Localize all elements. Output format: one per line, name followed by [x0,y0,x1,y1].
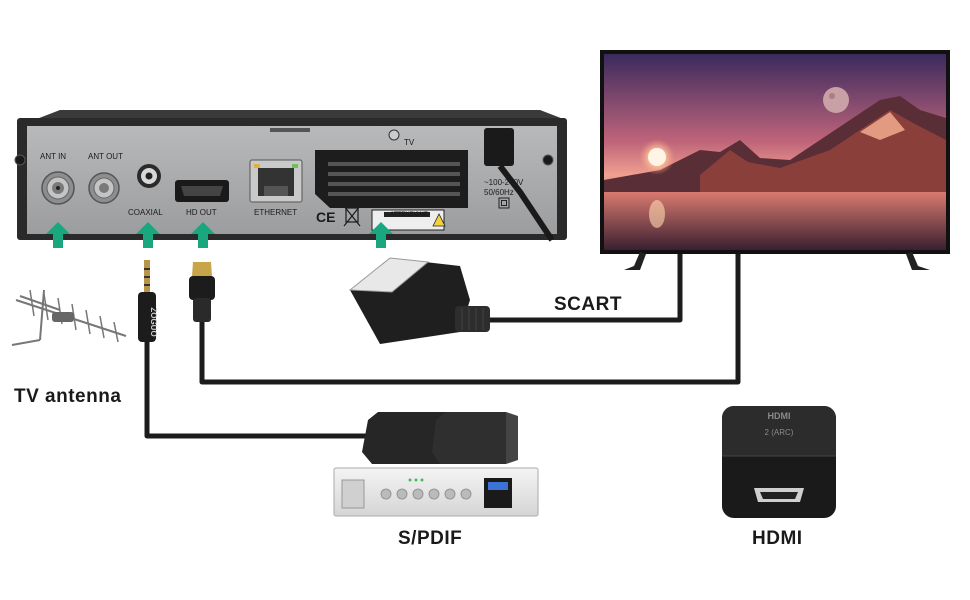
screw [542,154,554,166]
hdmi-label: HDMI [752,528,803,549]
scart-label: SCART [554,294,622,315]
coaxial-label: COAXIAL [128,208,163,217]
ce-mark: CE [316,209,335,225]
hd-out-label: HD OUT [186,208,217,217]
cable-brand: ZOGUO [149,307,158,336]
cables [144,252,741,439]
tv-stand-right [906,252,930,270]
tv-port-label: TV [404,138,415,147]
hdmi-port-top-text: HDMI [768,411,791,421]
coaxial-port [137,164,161,188]
scart-plug [348,257,490,344]
screw [14,154,26,166]
hdmi-cable [199,252,741,385]
hdmi-port-sub-text: 2 (ARC) [765,428,794,437]
hdmi-port-closeup: HDMI 2 (ARC) [722,406,836,518]
power-rating: ~100-240V [484,178,524,187]
weee-icon [343,205,361,227]
moon [823,87,849,113]
warning-title: ATTENZIONE [390,212,428,218]
hdmi-out-port [175,180,229,202]
arrow-up-icon [46,222,70,248]
arrow-up-icon [191,222,215,248]
green-arrows [46,222,393,248]
arrow-up-icon [136,222,160,248]
spdif-cable [144,340,372,439]
ant-out-port [88,172,120,204]
ethernet-label: ETHERNET [254,208,298,217]
arrow-up-icon [369,222,393,248]
power-cord [484,128,555,242]
sound-system [333,412,539,517]
ant-in-port [41,171,75,205]
ant-out-label: ANT OUT [88,152,123,161]
scart-port [315,129,468,208]
tv-antenna [11,289,127,346]
spdif-label: S/PDIF [398,528,463,549]
double-insulation-icon [498,197,510,209]
frequency-label: 50/60Hz [484,188,514,197]
set-top-box: CE [14,110,567,242]
ethernet-port [249,159,303,203]
hdmi-plug [189,262,215,322]
ant-in-label: ANT IN [40,152,67,161]
television [600,50,950,270]
tv-stand-left [624,252,646,270]
sun [648,148,666,166]
spdif-jack: ZOGUO [138,260,158,342]
warning-sticker [371,209,446,231]
scart-cable [490,252,683,323]
tv-antenna-label: TV antenna [14,386,122,407]
